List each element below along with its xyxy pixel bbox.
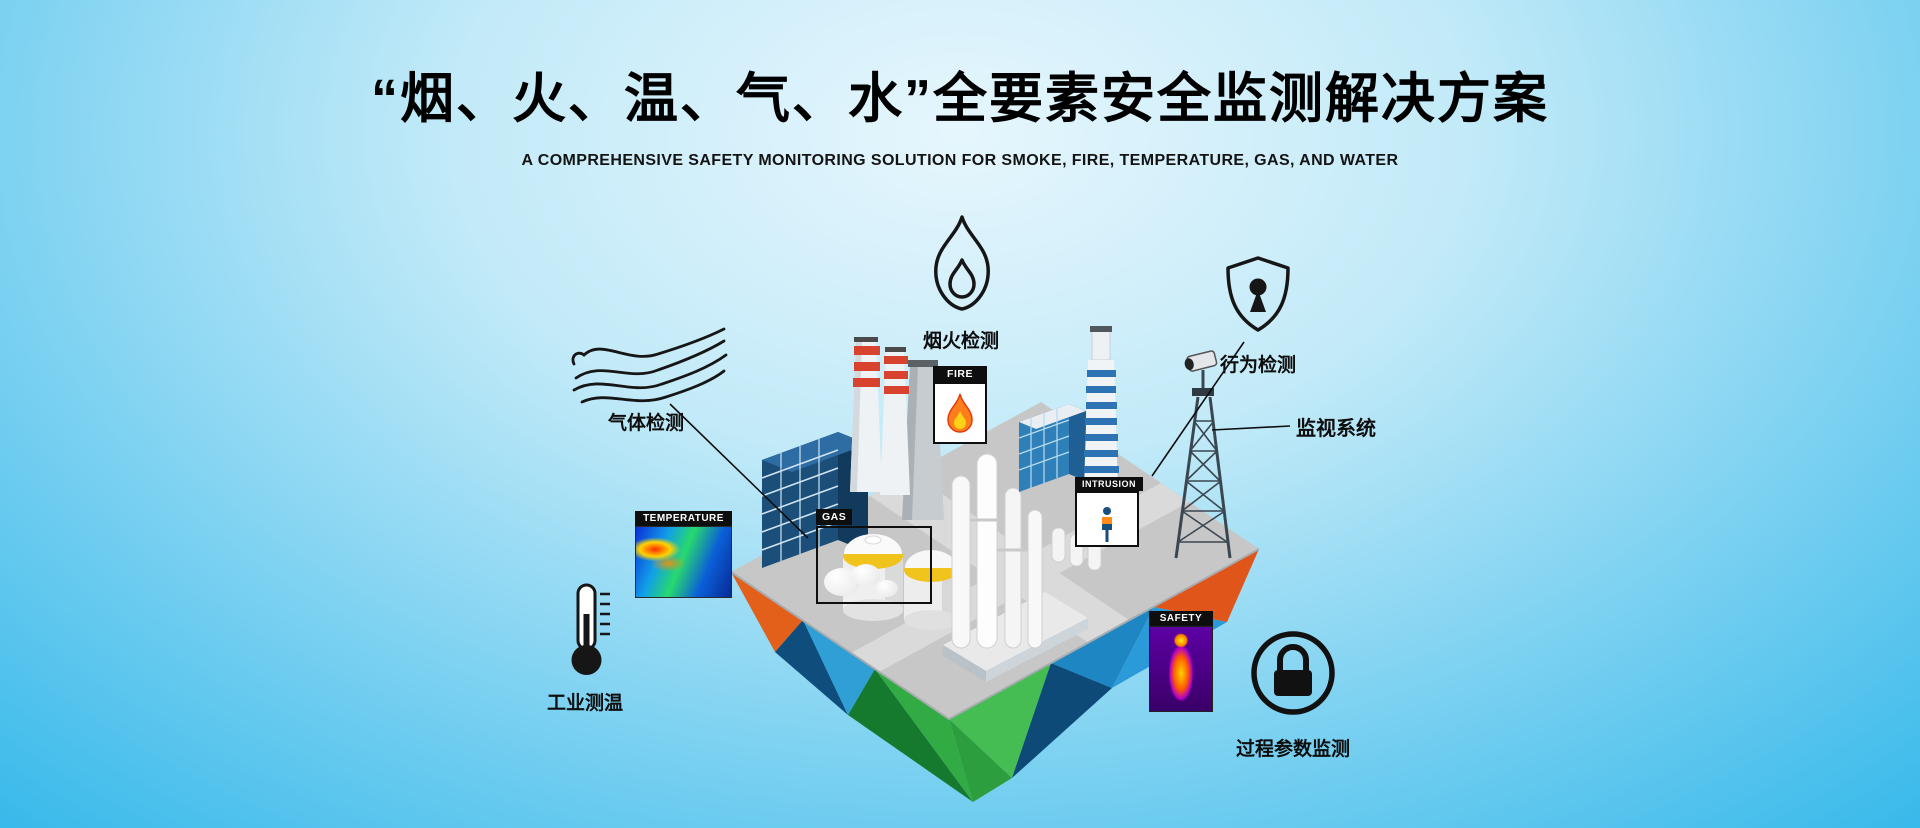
thermometer-icon: [571, 583, 610, 675]
smoke-fire-detection-label: 烟火检测: [922, 331, 1000, 352]
surveillance-leader-line: [1211, 425, 1291, 431]
behavior-leader-line: [1151, 341, 1245, 477]
intrusion-card-image: [1075, 491, 1139, 547]
smoke-puff: [876, 580, 898, 597]
process-parameter-monitoring-label: 过程参数监测: [1235, 739, 1351, 760]
striped-tower: [1084, 326, 1119, 490]
cctv-camera-icon: [1184, 350, 1218, 372]
industrial-temperature-label: 工业测温: [546, 693, 624, 714]
safety-thermal-image: [1149, 626, 1213, 712]
intrusion-card: INTRUSION: [1075, 477, 1143, 547]
gas-detection-label: 气体检测: [607, 413, 685, 434]
flame-small-icon: [947, 393, 973, 433]
blue-office-building: [1018, 404, 1086, 492]
fire-card-image: [933, 382, 987, 444]
fire-tag: FIRE: [933, 366, 987, 382]
surveillance-tower: [1174, 350, 1232, 559]
padlock-circle-icon: [1251, 631, 1335, 715]
temperature-card: TEMPERATURE: [635, 511, 732, 598]
worker-figure-icon: [1102, 507, 1112, 542]
page-subtitle: A COMPREHENSIVE SAFETY MONITORING SOLUTI…: [521, 152, 1399, 169]
page-title: “烟、火、温、气、水”全要素安全监测解决方案: [371, 69, 1549, 129]
behavior-detection-label: 行为检测: [1219, 355, 1297, 376]
fire-detection-card: FIRE: [933, 366, 987, 444]
gas-leader-line: [669, 403, 809, 539]
gas-detection-box: GAS: [816, 509, 932, 604]
process-columns: [943, 453, 1088, 682]
gas-waves-icon: [571, 327, 728, 404]
safety-tag: SAFETY: [1149, 611, 1213, 626]
surveillance-system-label: 监视系统: [1296, 418, 1376, 440]
island-underside: [731, 549, 1259, 802]
shield-keyhole-icon: [1226, 256, 1290, 332]
gas-tag: GAS: [816, 509, 853, 525]
intrusion-tag: INTRUSION: [1075, 477, 1143, 491]
temperature-tag: TEMPERATURE: [635, 511, 732, 526]
smoke-puff: [852, 564, 880, 586]
flame-outline-icon: [934, 215, 990, 311]
temperature-thermal-image: [635, 526, 732, 598]
callout-lines: [669, 341, 1291, 539]
safety-card: SAFETY: [1149, 611, 1213, 712]
